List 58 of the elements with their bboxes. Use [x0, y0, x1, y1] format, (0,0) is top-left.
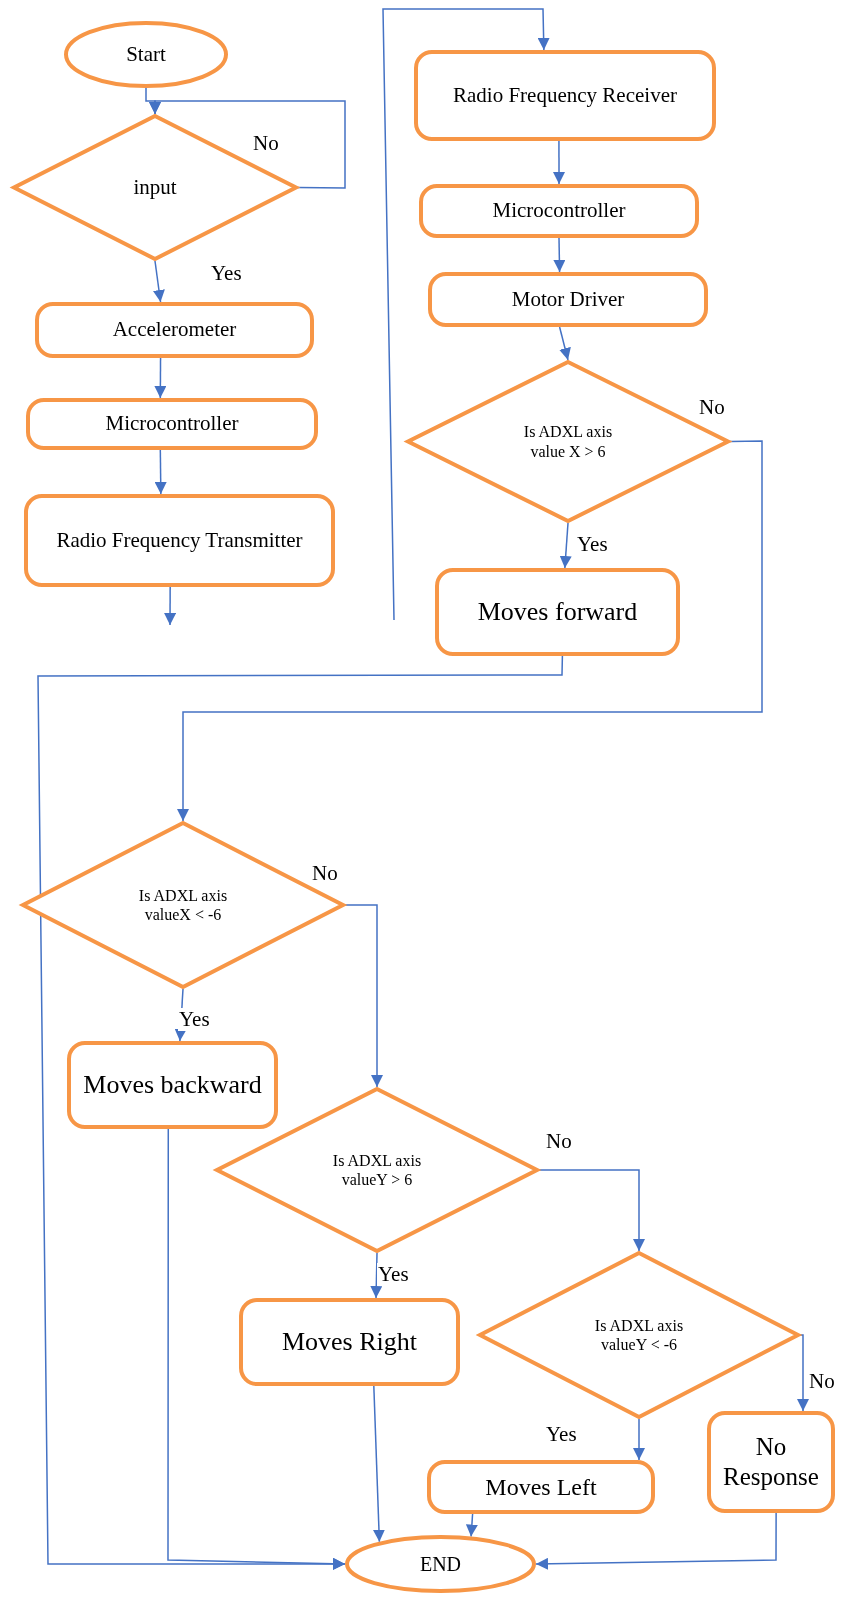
decision-text: Is ADXL axis valueY > 6: [331, 1150, 423, 1190]
terminal-text: END: [419, 1552, 462, 1576]
edge-label: Yes: [377, 1263, 410, 1286]
decision-diamond: [21, 821, 345, 989]
step-text: Radio Frequency Transmitter: [56, 527, 303, 554]
process-box: [26, 398, 318, 450]
process-box: [707, 1411, 835, 1513]
step-text: Motor Driver: [511, 286, 625, 313]
step-text: No Response: [722, 1432, 820, 1492]
flow-arrow: [177, 440, 763, 822]
decision-text: Is ADXL axis valueX < -6: [137, 885, 229, 925]
step-text: Moves backward: [83, 1069, 262, 1101]
flow-arrow: [553, 237, 566, 273]
process-box: [419, 184, 699, 238]
step-text: Moves Right: [281, 1326, 418, 1358]
flow-arrow: [164, 586, 177, 626]
terminal-ellipse: [345, 1535, 536, 1593]
flow-arrow: [37, 655, 564, 1570]
step-text: Microcontroller: [105, 411, 239, 437]
decision-diamond: [406, 360, 730, 523]
terminal-ellipse: [64, 21, 228, 88]
step-text: Accelerometer: [112, 317, 237, 343]
flow-arrow: [149, 100, 346, 189]
step-text: Microcontroller: [492, 198, 626, 224]
decision-text: Is ADXL axis valueY < -6: [593, 1315, 685, 1355]
process-box: [24, 494, 335, 587]
decision-text: input: [132, 174, 178, 201]
flow-arrow: [797, 1334, 809, 1412]
flow-arrow: [633, 1418, 646, 1461]
flow-arrow: [535, 1512, 777, 1570]
flow-arrow: [465, 1513, 478, 1538]
flow-arrow: [153, 260, 165, 303]
flow-arrow: [553, 140, 565, 185]
flow-arrow: [167, 1128, 346, 1570]
process-box: [428, 272, 708, 327]
flow-arrow: [154, 357, 167, 399]
step-text: Moves Left: [485, 1472, 597, 1502]
step-text: Moves forward: [477, 596, 638, 628]
flow-arrow: [382, 8, 550, 621]
flow-arrow: [370, 1252, 383, 1299]
flow-arrow: [344, 904, 383, 1088]
process-box: [414, 50, 716, 141]
flow-arrow: [558, 326, 571, 361]
process-box: [427, 1460, 655, 1514]
flow-arrow: [538, 1169, 645, 1252]
decision-diamond: [478, 1251, 800, 1419]
process-box: [239, 1298, 460, 1386]
terminal-text: Start: [126, 41, 166, 68]
edge-label: Yes: [178, 1008, 211, 1031]
decision-diamond: [12, 114, 298, 261]
step-text: Radio Frequency Receiver: [453, 82, 677, 109]
process-box: [67, 1041, 278, 1129]
process-box: [35, 302, 314, 358]
flow-arrow: [559, 522, 572, 569]
decision-text: Is ADXL axis value X > 6: [522, 422, 614, 461]
process-box: [435, 568, 680, 656]
flow-arrow: [154, 449, 167, 495]
flow-arrow: [372, 1385, 385, 1543]
